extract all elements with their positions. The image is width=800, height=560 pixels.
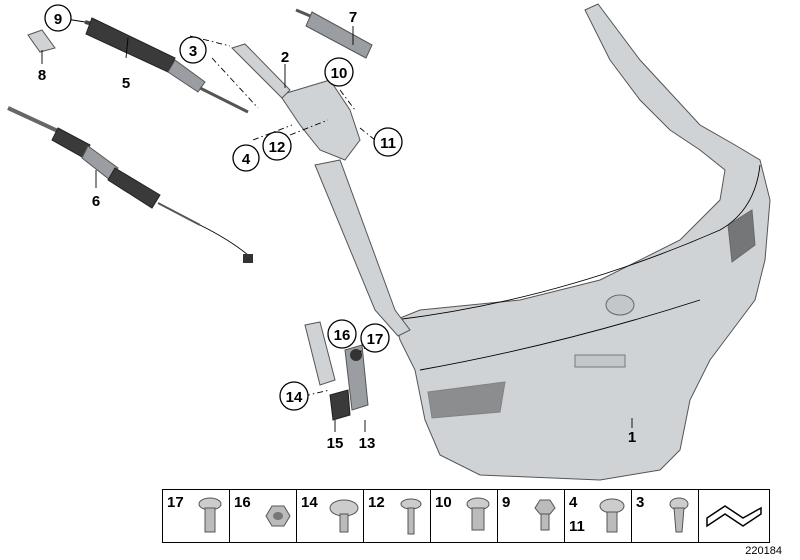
flange-bolt-icon: [599, 498, 625, 533]
callout-7: 7: [349, 9, 357, 26]
callout-13: 13: [359, 435, 376, 452]
legend-cell-seal: [698, 489, 770, 543]
callout-1: 1: [628, 429, 636, 446]
hex-nut-icon: [265, 505, 291, 527]
svg-text:4: 4: [242, 151, 251, 168]
lock-assembly: [304, 321, 369, 421]
torx-bolt-icon: [466, 497, 490, 531]
svg-text:10: 10: [331, 65, 348, 82]
callout-15: 15: [327, 435, 344, 452]
figure-number: 220184: [745, 545, 782, 557]
gas-strut-upper: [84, 17, 249, 114]
svg-text:17: 17: [367, 331, 384, 348]
legend-label: 10: [435, 494, 452, 511]
callout-6: 6: [92, 193, 100, 210]
callout-2: 2: [281, 49, 289, 66]
screw-icon: [400, 498, 422, 535]
legend-cell-12: 12: [363, 489, 431, 543]
legend-label: 4: [569, 494, 578, 511]
callout-14: 14: [279, 381, 309, 411]
callout-16: 16: [327, 319, 357, 349]
svg-text:3: 3: [189, 43, 197, 60]
fastener-legend: 17 16 14 12 10 9 4 11 3: [162, 489, 770, 543]
legend-cell-9: 9: [497, 489, 565, 543]
callout-10: 10: [324, 57, 354, 87]
torx-screw-icon: [669, 497, 689, 533]
legend-cell-14: 14: [296, 489, 364, 543]
svg-text:14: 14: [286, 389, 303, 406]
legend-cell-3: 3: [631, 489, 699, 543]
hex-bolt-icon: [534, 499, 556, 531]
hinge-assembly: [231, 43, 361, 161]
legend-label: 3: [636, 494, 645, 511]
callout-12: 12: [262, 131, 292, 161]
svg-text:16: 16: [334, 327, 351, 344]
tailgate-panel: [314, 3, 771, 481]
svg-text:11: 11: [380, 135, 396, 152]
legend-cell-4-11: 4 11: [564, 489, 632, 543]
bracket-clip: [27, 29, 56, 53]
legend-cell-10: 10: [430, 489, 498, 543]
flange-bolt-icon: [329, 499, 359, 533]
svg-text:9: 9: [54, 11, 62, 28]
callout-3: 3: [179, 36, 207, 64]
legend-cell-17: 17: [162, 489, 230, 543]
torx-bolt-icon: [198, 497, 222, 533]
legend-label: 11: [569, 518, 585, 535]
svg-text:12: 12: [269, 139, 286, 156]
seal-strip-icon: [706, 505, 762, 528]
legend-label: 14: [301, 494, 318, 511]
callout-5: 5: [122, 75, 130, 92]
legend-label: 17: [167, 494, 184, 511]
callout-9: 9: [44, 4, 72, 32]
spindle-drive: [7, 106, 253, 263]
callout-4: 4: [232, 144, 260, 172]
legend-label: 9: [502, 494, 511, 511]
legend-label: 16: [234, 494, 251, 511]
callout-8: 8: [38, 67, 46, 84]
legend-cell-16: 16: [229, 489, 297, 543]
gas-strut-right: [295, 8, 373, 59]
callout-11: 11: [373, 127, 403, 157]
callout-17: 17: [360, 323, 390, 353]
legend-label: 12: [368, 494, 385, 511]
